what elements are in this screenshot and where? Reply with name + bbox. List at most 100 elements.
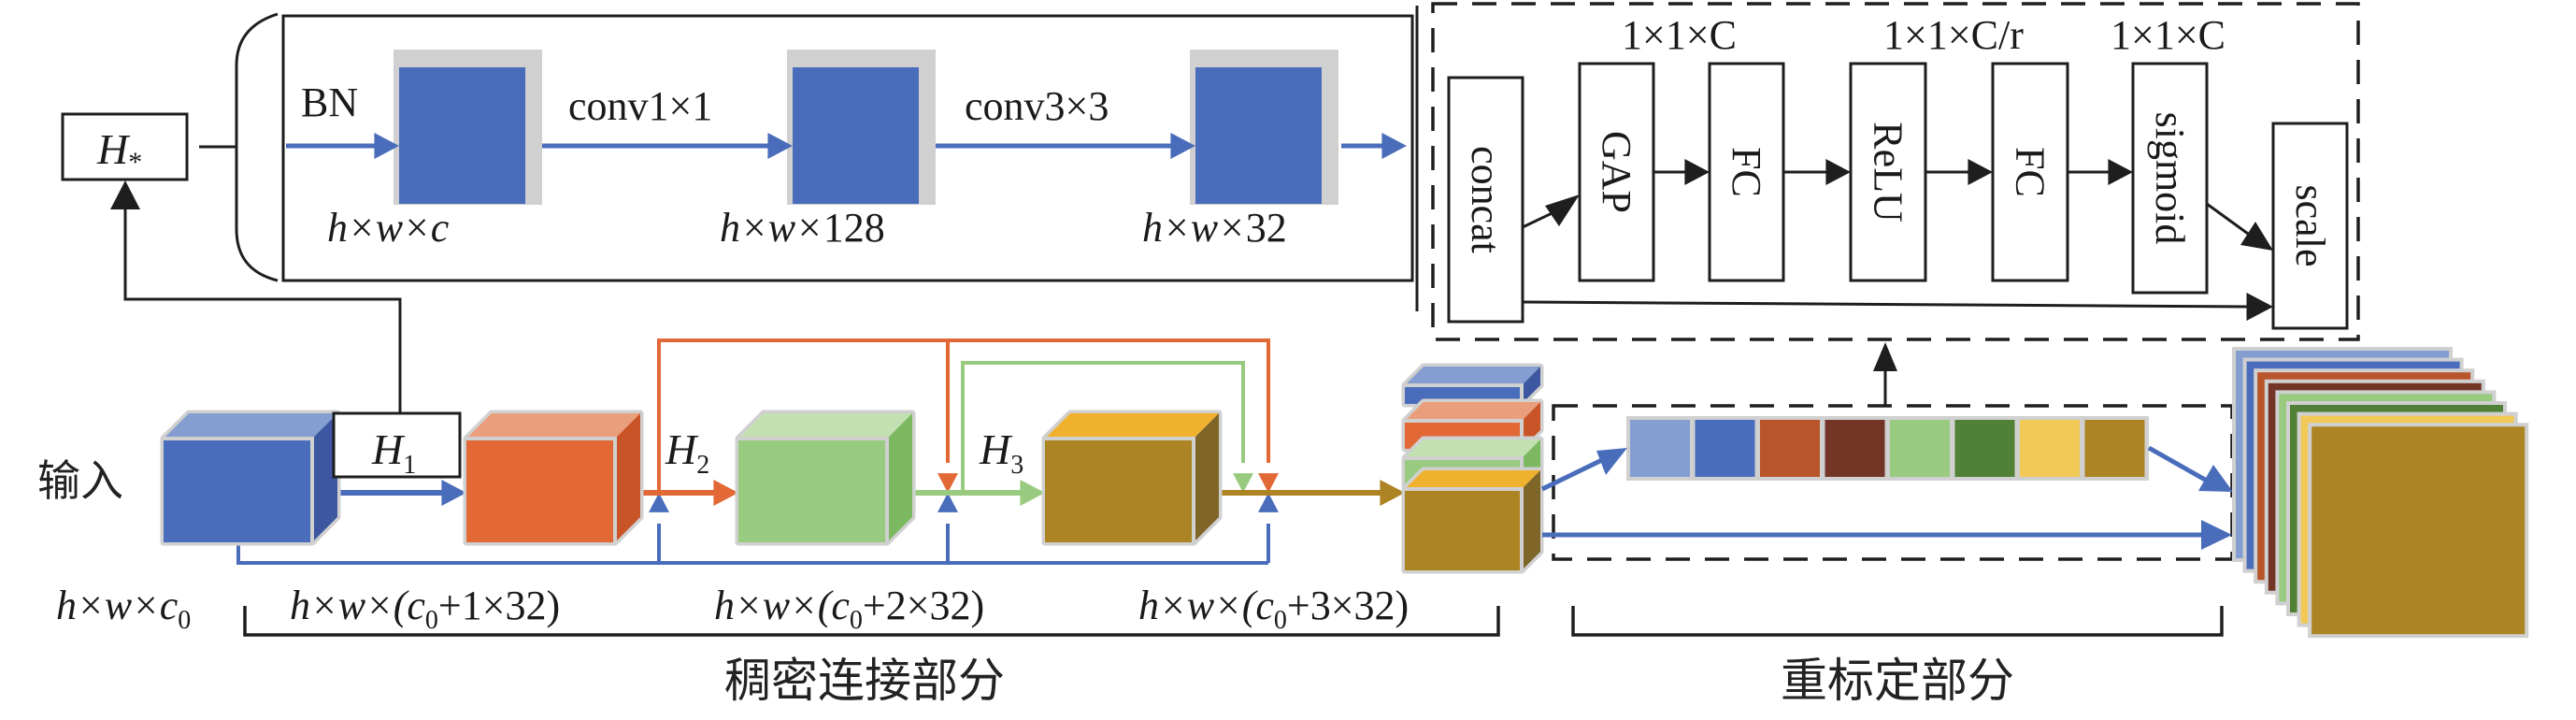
sigmoid-to-scale-arrowhead-icon	[2240, 222, 2273, 251]
dim-label-c: h×w×c	[327, 205, 450, 251]
output-feature-map	[2311, 426, 2526, 635]
h2-skip-line	[961, 361, 1245, 493]
h3-label: H3	[979, 425, 1023, 480]
bottleneck-blocks	[286, 50, 1407, 205]
cube-front-face	[1045, 439, 1194, 542]
conv3x3-label: conv3×3	[965, 83, 1109, 129]
cube-edge	[1405, 487, 1524, 570]
se-node-label: concat	[1463, 146, 1509, 253]
vector-cell	[2084, 420, 2145, 477]
cube-top-face	[1045, 413, 1219, 439]
h1-skip-line	[657, 338, 1270, 493]
channel-weight-vector	[1626, 416, 2149, 481]
se-node-box	[1447, 76, 1524, 324]
se-dim-label-sigmoid: 1×1×C	[2111, 12, 2225, 58]
dim-label-128: h×w×128	[720, 205, 885, 251]
cube-side-face	[887, 413, 912, 542]
bottleneck-feature-block	[787, 50, 936, 205]
dense-bracket	[243, 606, 1500, 637]
dense-section-title: 稠密连接部分	[724, 654, 1005, 708]
bottleneck-arrowhead-icon	[1170, 133, 1195, 159]
concat-layer	[1401, 363, 1544, 408]
vector-to-output-arrowhead-icon	[2198, 465, 2233, 492]
se-node-label: GAP	[1594, 131, 1639, 213]
cube-top-face	[1405, 439, 1540, 458]
input-cube	[160, 410, 341, 546]
vector-cell	[1890, 420, 1950, 477]
se-node-sigmoid: sigmoid	[2131, 62, 2209, 295]
dense-dim-label: h×w×(c0+1×32)	[290, 583, 560, 635]
cube-side-face	[1522, 367, 1540, 404]
cube-side-face	[1522, 470, 1540, 570]
se-node-label: scale	[2287, 185, 2333, 267]
se-node-label: FC	[2008, 147, 2054, 197]
cube-side-face	[615, 413, 640, 542]
flow-arrowhead-icon	[1020, 480, 1045, 506]
vector-cell	[1825, 420, 1885, 477]
h1-box	[332, 411, 462, 479]
feature-block	[399, 67, 525, 204]
se-node-relu: ReLU	[1849, 62, 1927, 282]
vector-cell	[1695, 420, 1755, 477]
cube-front-face	[738, 439, 887, 542]
se-dim-label-relu: 1×1×C/r	[1883, 12, 2024, 58]
se-nodes: concat GAP FC ReLU FC sigmoid scale	[1447, 62, 2349, 330]
recal-section-title: 重标定部分	[1781, 654, 2014, 708]
h1-label: H1	[371, 425, 416, 480]
cube-edge	[738, 437, 889, 542]
vector-cell	[1954, 420, 2015, 477]
recal-to-se-arrowhead-icon	[1873, 342, 1897, 371]
bottleneck-arrowhead-icon	[374, 133, 399, 159]
h-star-group: H*	[61, 112, 402, 413]
input-skip-arrowhead-icon	[1258, 493, 1279, 512]
flow-arrowhead-icon	[1380, 480, 1405, 506]
se-node-fc: FC	[1708, 62, 1785, 282]
vector-cell	[1630, 420, 1690, 477]
h2-label: H2	[665, 425, 709, 480]
cube-edge	[164, 437, 314, 542]
bottleneck-box	[281, 14, 1414, 282]
bottleneck-arrowhead-icon	[767, 133, 793, 159]
se-node-concat: concat	[1447, 76, 1524, 324]
stack-to-output-arrowhead-icon	[2201, 520, 2232, 550]
cube-top-face	[738, 413, 912, 439]
se-node-box	[2271, 122, 2349, 330]
input-skip-bus	[236, 542, 1268, 565]
concat-to-gap-arrowhead-icon	[1545, 194, 1580, 226]
input-label: 输入	[37, 455, 123, 506]
se-node-scale: scale	[2271, 122, 2349, 330]
dense-dim-label: h×w×(c0+3×32)	[1138, 583, 1409, 635]
feature-block	[1195, 67, 1322, 204]
concat-to-scale-line	[1522, 300, 2254, 309]
cube-side-face	[312, 413, 337, 542]
bn-label: BN	[301, 79, 358, 125]
h-star-label: H*	[96, 125, 142, 178]
cube-top-face	[1405, 367, 1540, 385]
se-node-label: ReLU	[1866, 122, 1911, 223]
dense-cubes	[160, 410, 1223, 546]
se-node-box	[2131, 62, 2209, 295]
se-node-label: sigmoid	[2147, 112, 2193, 245]
se-dim-label-gap: 1×1×C	[1622, 12, 1737, 58]
h-star-arrowhead-icon	[110, 180, 140, 209]
se-node-box	[1991, 62, 2069, 282]
se-node-gap: GAP	[1578, 62, 1655, 282]
concat-to-scale-arrowhead-icon	[2246, 293, 2273, 321]
conv1x1-label: conv1×1	[568, 83, 712, 129]
cube-edge	[1045, 437, 1195, 542]
h1-skip-arrowhead-icon	[1258, 473, 1279, 493]
cube-top-face	[164, 413, 337, 439]
se-arrowhead-icon	[1684, 159, 1710, 185]
concat-stack	[1401, 363, 1544, 574]
vector-to-output-line	[2147, 445, 2215, 487]
cube-front-face	[466, 439, 615, 542]
dim-label-32: h×w×32	[1142, 205, 1287, 251]
cube-edge	[466, 437, 617, 542]
bottleneck-feature-block	[1190, 50, 1338, 205]
input-skip-arrowhead-icon	[937, 493, 958, 512]
cube-edge	[1405, 383, 1524, 404]
se-arrowhead-icon	[1825, 159, 1851, 185]
h-star-box	[61, 112, 189, 181]
